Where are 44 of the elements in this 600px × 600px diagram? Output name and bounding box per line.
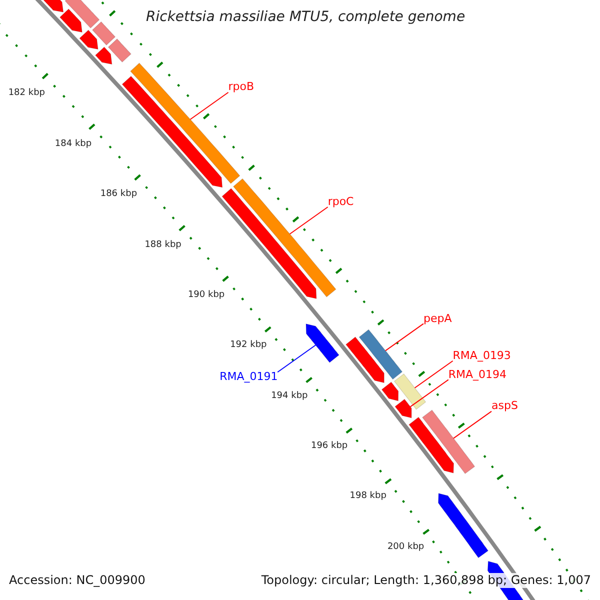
leader-line (289, 206, 328, 234)
gene-block (92, 21, 116, 46)
scale-label: 198 kbp (350, 491, 386, 502)
genome-stats-text: Topology: circular; Length: 1,360,898 bp; Genes: 1,007 (261, 573, 591, 588)
leader-line (385, 323, 424, 352)
gene-feature (42, 0, 64, 12)
leader-line (277, 344, 316, 373)
scale-label: 190 kbp (188, 290, 225, 300)
scale-label: 194 kbp (271, 390, 308, 401)
scale-label: 182 kbp (8, 88, 46, 98)
gene-label: RMA_0191 (220, 370, 278, 384)
leader-line (190, 92, 229, 120)
gene-feature (394, 398, 412, 418)
scale-label: 188 kbp (144, 240, 182, 250)
gene-feature (59, 8, 82, 33)
leader-line (414, 360, 454, 388)
gene-block (358, 329, 403, 380)
gene-label: rpoB (228, 80, 254, 94)
scale-label: 200 kbp (387, 542, 424, 552)
gene-label: pepA (423, 312, 452, 325)
title: Rickettsia massiliae MTU5, complete genome (146, 9, 466, 25)
gene-block (108, 38, 132, 63)
gene-feature (94, 46, 112, 65)
gene-label: RMA_0194 (448, 368, 507, 381)
gene-feature (408, 416, 454, 474)
scale-label: 186 kbp (100, 189, 138, 200)
scale-label: 192 kbp (230, 340, 267, 350)
gene-block (64, 0, 100, 28)
gene-block (422, 410, 476, 474)
gene-feature (79, 30, 98, 50)
accession-text: Accession: NC_009900 (9, 573, 146, 588)
gene-block (394, 373, 426, 410)
scale-label: 196 kbp (310, 441, 348, 452)
gene-label: aspS (491, 399, 518, 412)
gene-feature (306, 324, 340, 363)
gene-feature (381, 382, 399, 402)
gene-label: rpoC (328, 195, 354, 208)
gene-feature (122, 76, 223, 188)
leader-line (410, 379, 449, 408)
gene-feature (345, 336, 384, 384)
scale-label: 184 kbp (54, 138, 92, 149)
gene-feature (438, 493, 489, 558)
leader-line (453, 410, 492, 439)
gene-label: RMA_0193 (452, 348, 511, 362)
